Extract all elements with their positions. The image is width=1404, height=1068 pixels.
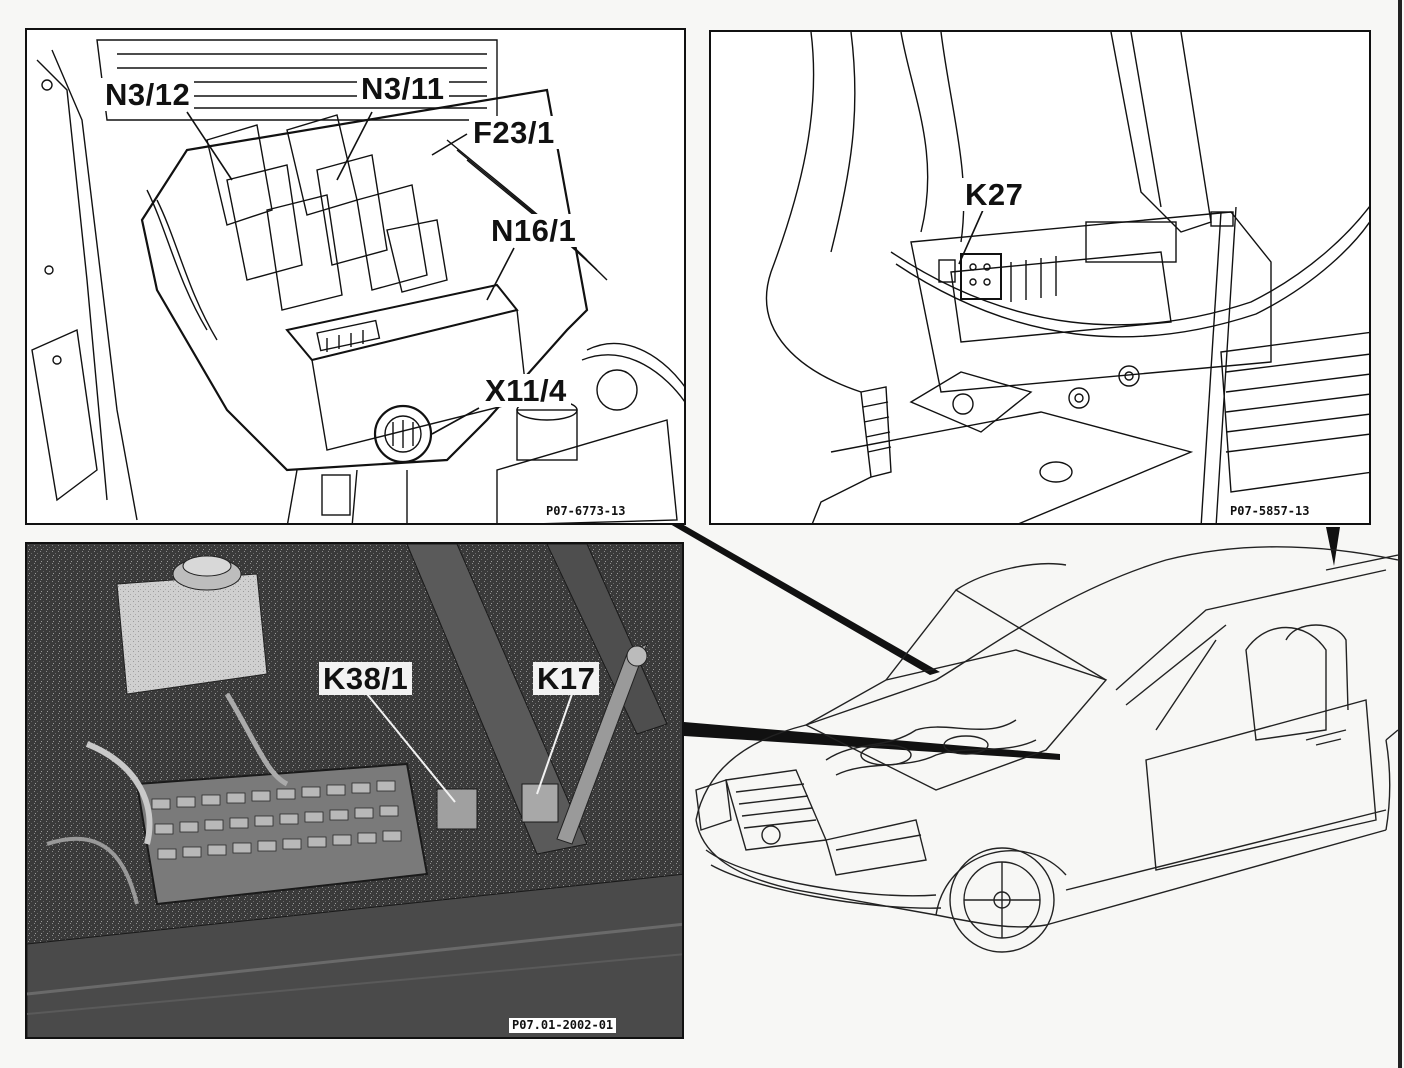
label-n16-1: N16/1 [487, 214, 581, 247]
fuse-box-photo [27, 544, 682, 1037]
interior-panel: K27 P07-5857-13 [709, 30, 1371, 525]
label-n3-12: N3/12 [101, 78, 195, 111]
interior-illustration [765, 32, 1369, 523]
label-f23-1: F23/1 [469, 116, 559, 149]
label-k38-1: K38/1 [319, 662, 413, 695]
label-x11-4: X11/4 [481, 374, 571, 407]
label-k27: K27 [961, 178, 1028, 211]
car-overview-illustration [695, 546, 1398, 953]
figure-code-fuse-box: P07.01-2002-01 [509, 1018, 617, 1034]
figure-code-engine-bay: P07-6773-13 [543, 504, 629, 520]
page-edge-rule [1398, 0, 1402, 1068]
engine-bay-panel: N3/12 N3/11 F23/1 N16/1 X11/4 P07-6773-1… [25, 28, 686, 525]
label-n3-11: N3/11 [357, 72, 449, 105]
label-k17: K17 [533, 662, 600, 695]
figure-code-interior: P07-5857-13 [1227, 504, 1313, 520]
fuse-box-photo-panel: K38/1 K17 P07.01-2002-01 [25, 542, 684, 1039]
